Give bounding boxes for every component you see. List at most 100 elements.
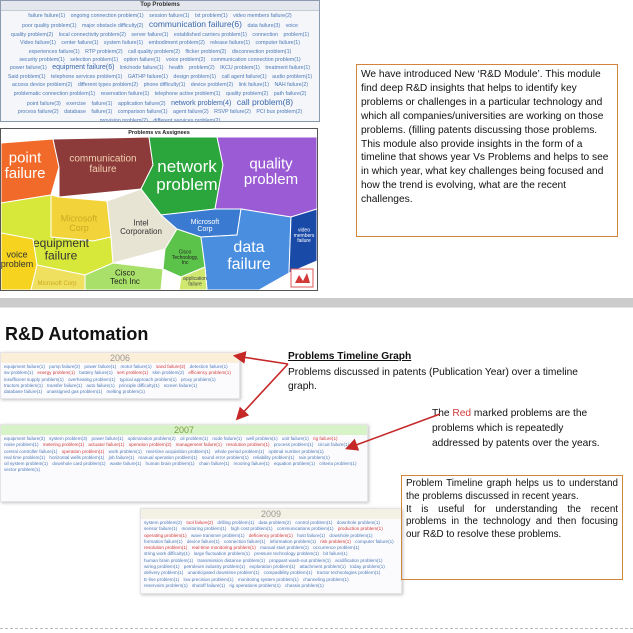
timeline-problem-term[interactable]: chassis problem(1) bbox=[284, 582, 324, 588]
problem-term[interactable]: link failure(1) bbox=[238, 82, 269, 89]
problem-term[interactable]: call agent failure(1) bbox=[221, 73, 267, 80]
timeline-problem-term[interactable]: communications problem(1) bbox=[276, 526, 334, 532]
problem-term[interactable]: server failure(1) bbox=[131, 31, 169, 38]
timeline-problem-term[interactable]: host failure(1) bbox=[297, 532, 326, 538]
problem-term[interactable]: network problem(4) bbox=[171, 100, 232, 108]
problem-term[interactable]: power failure(1) bbox=[9, 65, 47, 72]
problem-term[interactable]: established carriers problem(1) bbox=[173, 31, 247, 38]
problem-term[interactable]: embodiment problem(2) bbox=[148, 40, 205, 47]
problem-term[interactable]: problem(1) bbox=[283, 31, 310, 38]
problem-term[interactable]: design problem(1) bbox=[173, 73, 217, 80]
timeline-problem-term[interactable]: management failure(1) bbox=[175, 442, 222, 448]
timeline-problem-term[interactable]: information problem(1) bbox=[269, 538, 316, 544]
timeline-problem-term[interactable]: job failure(1) bbox=[108, 454, 135, 460]
problem-term[interactable]: reservation failure(1) bbox=[100, 90, 150, 97]
timeline-problem-term[interactable]: monitoring system problem(1) bbox=[237, 576, 299, 582]
problem-term[interactable]: point failure(3) bbox=[26, 101, 61, 108]
timeline-problem-term[interactable]: downhole problem(1) bbox=[336, 520, 380, 525]
problem-term[interactable]: IKCU problem(1) bbox=[220, 65, 260, 72]
timeline-problem-term[interactable]: pressure technology problem(1) bbox=[254, 551, 319, 557]
problem-term[interactable]: failure(1) bbox=[91, 101, 113, 108]
timeline-problem-term[interactable]: downhole problem(1) bbox=[329, 532, 373, 538]
timeline-problem-term[interactable]: overheating problem(1) bbox=[67, 376, 116, 382]
timeline-problem-term[interactable]: rig operations problem(1) bbox=[229, 582, 281, 588]
problem-term[interactable]: txt problem(1) bbox=[194, 13, 228, 19]
timeline-problem-term[interactable]: device failure(1) bbox=[186, 538, 220, 544]
timeline-problem-term[interactable]: drilling problem(1) bbox=[217, 520, 255, 525]
problem-term[interactable]: flicker problem(2) bbox=[185, 48, 227, 55]
timeline-problem-term[interactable]: central controller failure(1) bbox=[4, 448, 58, 454]
timeline-problem-term[interactable]: work problem(1) bbox=[108, 448, 142, 454]
timeline-problem-term[interactable]: real time problem(1) bbox=[4, 454, 46, 460]
timeline-problem-term[interactable]: equipment failure(3) bbox=[4, 436, 45, 441]
timeline-problem-term[interactable]: noise problem(1) bbox=[4, 442, 39, 448]
timeline-problem-term[interactable]: pump failure(2) bbox=[49, 364, 81, 369]
timeline-problem-term[interactable]: sert problem(1) bbox=[116, 370, 149, 376]
timeline-problem-term[interactable]: formation failure(1) bbox=[144, 538, 183, 544]
timeline-problem-term[interactable]: shutoff failure(1) bbox=[191, 582, 226, 588]
timeline-problem-term[interactable]: production problem(1) bbox=[337, 526, 383, 532]
problem-term[interactable]: release failure(1) bbox=[210, 40, 251, 47]
problem-term[interactable]: failure(1) bbox=[91, 109, 113, 116]
problem-term[interactable]: comparison failure(1) bbox=[117, 109, 168, 116]
timeline-problem-term[interactable]: oil problem(1) bbox=[179, 436, 209, 441]
timeline-problem-term[interactable]: insufficient supply problem(1) bbox=[4, 376, 64, 382]
problem-term[interactable]: ongoing connection problem(1) bbox=[70, 13, 144, 19]
timeline-problem-term[interactable]: proxy problem(1) bbox=[180, 376, 216, 382]
timeline-problem-term[interactable]: process problem(1) bbox=[273, 442, 314, 448]
timeline-problem-term[interactable]: data problem(2) bbox=[258, 520, 291, 525]
problem-term[interactable]: NAH failure(2) bbox=[274, 82, 309, 89]
timeline-problem-term[interactable]: operation problem(2) bbox=[128, 442, 172, 448]
timeline-problem-term[interactable]: equation problem(1) bbox=[273, 461, 315, 467]
problem-term[interactable]: RTP problem(2) bbox=[85, 48, 123, 55]
problem-term[interactable]: disconnection problem(1) bbox=[231, 48, 292, 55]
timeline-problem-term[interactable]: unanticipated downtime problem(1) bbox=[187, 570, 260, 576]
timeline-problem-term[interactable]: exploration problem(1) bbox=[249, 564, 296, 570]
timeline-problem-term[interactable]: chain failure(1) bbox=[198, 461, 230, 467]
timeline-problem-term[interactable]: rig failure(1) bbox=[313, 436, 338, 441]
timeline-problem-term[interactable]: control problem(1) bbox=[295, 520, 333, 525]
assignee-cell[interactable] bbox=[1, 138, 60, 204]
timeline-problem-term[interactable]: acidification problem(1) bbox=[335, 557, 383, 563]
problem-term[interactable]: call problem(8) bbox=[236, 97, 294, 108]
timeline-problem-term[interactable]: real-time monitoring problem(1) bbox=[191, 545, 256, 551]
timeline-problem-term[interactable]: channeling problem(1) bbox=[302, 576, 349, 582]
problem-term[interactable]: quality problem(2) bbox=[10, 31, 54, 38]
timeline-problem-term[interactable]: circuit failure(1) bbox=[317, 442, 350, 448]
timeline-problem-term[interactable]: screen failure(1) bbox=[163, 382, 197, 388]
timeline-problem-term[interactable]: monitoring problem(1) bbox=[181, 526, 227, 532]
timeline-problem-term[interactable]: connection failure(1) bbox=[223, 538, 266, 544]
timeline-problem-term[interactable]: downhole card problem(1) bbox=[52, 461, 106, 467]
timeline-problem-term[interactable]: human brain problem(1) bbox=[144, 557, 194, 563]
problem-term[interactable]: option failure(1) bbox=[123, 57, 161, 64]
timeline-problem-term[interactable]: tool failure(2) bbox=[186, 520, 214, 525]
timeline-problem-term[interactable]: resolution problem(1) bbox=[226, 442, 270, 448]
timeline-problem-term[interactable]: resolution problem(1) bbox=[144, 545, 188, 551]
problem-term[interactable]: communication connection problem(1) bbox=[210, 57, 301, 64]
timeline-problem-term[interactable]: risk problem(1) bbox=[320, 538, 351, 544]
timeline-problem-term[interactable]: proppant wash-out problem(1) bbox=[269, 557, 331, 563]
problem-term[interactable]: communication failure(6) bbox=[148, 19, 242, 30]
timeline-problem-term[interactable]: string work difficulty(1) bbox=[144, 551, 190, 557]
timeline-problem-term[interactable]: wiring problem(1) bbox=[144, 564, 180, 570]
problem-term[interactable]: quality problem(2) bbox=[225, 90, 269, 97]
problem-term[interactable]: health bbox=[169, 65, 184, 72]
timeline-problem-term[interactable]: actuator failure(1) bbox=[88, 442, 125, 448]
timeline-problem-term[interactable]: power failure(1) bbox=[91, 436, 124, 441]
problem-term[interactable]: exercise bbox=[66, 101, 86, 108]
timeline-problem-term[interactable]: skin problem(2) bbox=[152, 370, 185, 376]
problem-term[interactable]: access device problem(2) bbox=[11, 82, 73, 89]
timeline-problem-term[interactable]: detection failure(1) bbox=[189, 364, 228, 369]
timeline-problem-term[interactable]: unassigned gas problem(1) bbox=[46, 389, 103, 395]
timeline-problem-term[interactable]: optimal number problem(1) bbox=[268, 448, 324, 454]
timeline-problem-term[interactable]: horizontal wells problem(1) bbox=[49, 454, 105, 460]
timeline-problem-term[interactable]: reliability problem(1) bbox=[252, 454, 295, 460]
timeline-problem-term[interactable]: database failure(1) bbox=[4, 389, 43, 395]
timeline-problem-term[interactable]: well problem(1) bbox=[246, 436, 278, 441]
problem-term[interactable]: process failure(2) bbox=[17, 109, 59, 116]
timeline-problem-term[interactable]: motor failure(1) bbox=[120, 364, 152, 369]
problem-term[interactable]: selection problem(1) bbox=[70, 57, 119, 64]
timeline-problem-term[interactable]: large fluctuation problem(1) bbox=[193, 551, 250, 557]
timeline-problem-term[interactable]: bit failure(1) bbox=[323, 551, 348, 557]
problem-term[interactable]: video members failure(2) bbox=[233, 13, 292, 19]
